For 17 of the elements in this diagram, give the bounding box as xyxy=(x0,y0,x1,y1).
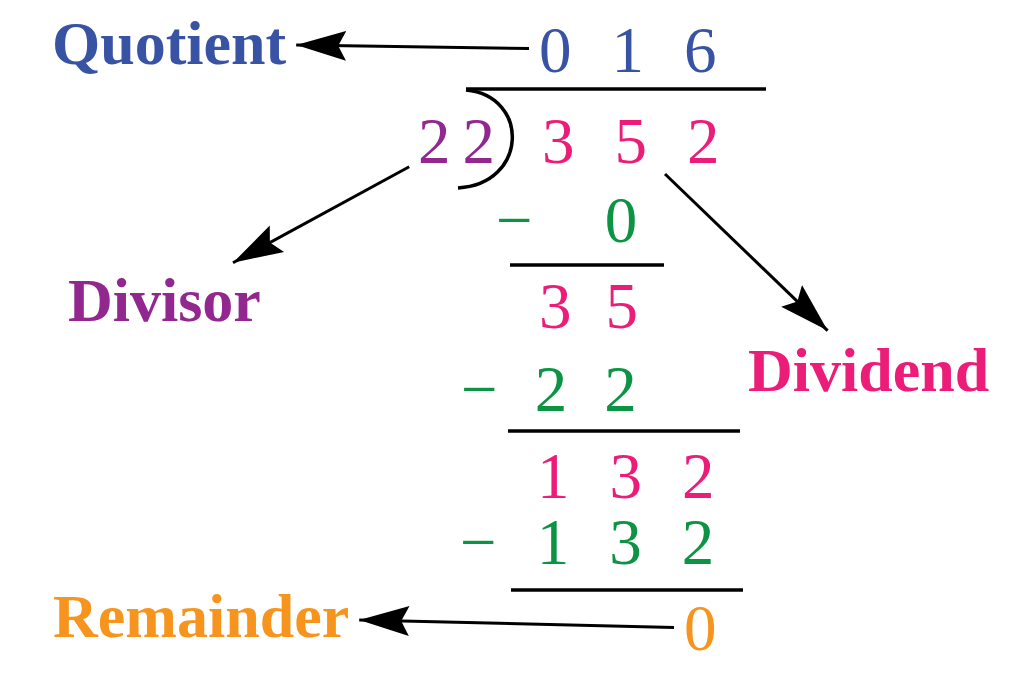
product-row: −132 xyxy=(460,516,715,569)
partial-dividend: 35 xyxy=(539,280,638,333)
partial-dividend: 132 xyxy=(537,450,715,503)
remainder-number: 0 xyxy=(684,602,717,655)
dividend-number: 352 xyxy=(542,115,720,168)
divisor-number: 22 xyxy=(418,115,495,168)
dividend-label: Dividend xyxy=(748,337,990,403)
quotient-number: 016 xyxy=(539,24,717,77)
arrow xyxy=(296,30,530,61)
arrow xyxy=(232,165,410,264)
arrow xyxy=(359,606,675,637)
arrow xyxy=(663,172,829,332)
remainder-label: Remainder xyxy=(53,583,350,649)
product-row: −22 xyxy=(461,363,637,416)
divisor-label: Divisor xyxy=(68,267,261,333)
quotient-label: Quotient xyxy=(52,10,287,76)
product-row: −0 xyxy=(496,194,638,247)
